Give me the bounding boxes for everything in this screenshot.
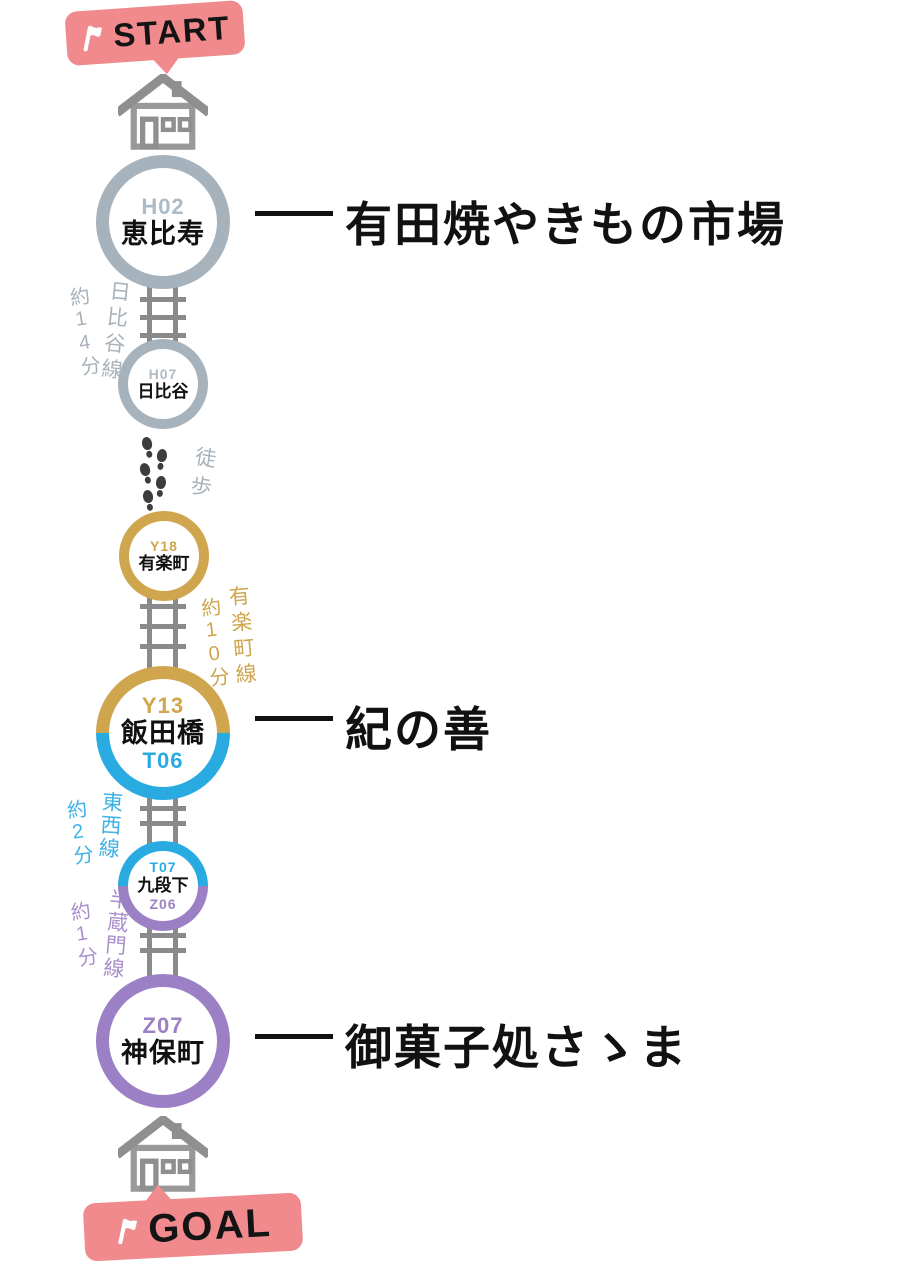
station-circle-inner: H02 恵比寿 [109,168,217,276]
footprints-icon [138,436,176,515]
station-code: Z07 [142,1013,184,1039]
tie [140,948,186,953]
tie [140,604,186,609]
tie [140,933,186,938]
poi-label-kinozen: 紀の善 [345,703,492,756]
flag-icon [118,1218,138,1245]
footprint [140,436,154,451]
station-code: Y13 [141,692,185,718]
rail [173,596,178,668]
poi-label-sasama: 御菓子処さゝま [345,1021,688,1074]
segment-duration: 約2分 [62,797,94,869]
start-badge: START [64,0,246,66]
house-icon [118,74,208,150]
railway-track-icon [140,798,186,844]
station-circle-kudanshita: T07 九段下 Z06 [118,841,208,931]
footprint [138,461,152,478]
station-circle-yurakucho: Y18 有楽町 [119,511,209,601]
tie [140,297,186,302]
railway-track-icon [140,925,186,977]
station-name: 有楽町 [138,554,190,574]
station-circle-inner: Z07 神保町 [109,987,217,1095]
station-circle-inner: H07 日比谷 [128,349,198,419]
tie [140,315,186,320]
station-circle-inner: Y18 有楽町 [129,521,199,591]
station-circle-inner: Y13 飯田橋 T06 [109,679,217,787]
segment-duration: 約1分 [65,899,99,971]
walk-label: 徒歩 [185,444,218,506]
station-code: H07 [148,365,178,382]
station-code: Y18 [150,537,178,554]
station-code: H02 [141,194,185,220]
start-label: START [111,8,232,54]
poi-connector-line [255,716,333,721]
tie [140,644,186,649]
goal-badge: GOAL [82,1192,304,1262]
tie [140,333,186,338]
station-circle-hibiya: H07 日比谷 [118,339,208,429]
station-name: 神保町 [121,1038,205,1069]
poi-label-arita-market: 有田焼やきもの市場 [345,198,786,251]
footprint [156,448,168,463]
goal-label: GOAL [147,1200,273,1251]
poi-connector-line [255,1034,333,1039]
tie [140,624,186,629]
segment-line-name: 東西線 [95,790,124,861]
station-name: 飯田橋 [121,717,205,748]
station-name: 日比谷 [137,382,189,402]
railway-track-icon [140,596,186,668]
station-circle-jimbocho: Z07 神保町 [96,974,230,1108]
station-name: 恵比寿 [121,219,205,250]
station-name: 九段下 [137,876,189,896]
tie [140,806,186,811]
start-badge-tail [152,56,181,75]
station-code-secondary: Z06 [149,895,177,912]
railway-track-icon [140,285,186,347]
station-circle-iidabashi: Y13 飯田橋 T06 [96,666,230,800]
house-icon [118,1116,208,1192]
flag-icon [83,25,103,52]
rail [147,596,152,668]
station-circle-inner: T07 九段下 Z06 [128,851,198,921]
footprint [155,475,167,490]
station-code-secondary: T06 [142,748,184,774]
station-circle-ebisu: H02 恵比寿 [96,155,230,289]
footprint [141,489,155,504]
poi-connector-line [255,211,333,216]
station-code: T07 [149,859,177,876]
tie [140,821,186,826]
